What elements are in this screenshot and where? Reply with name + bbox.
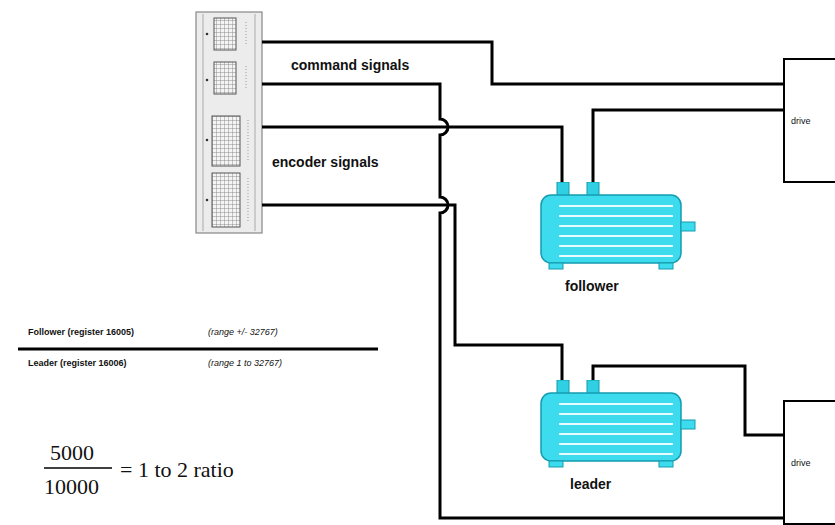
drive-box: drive [783, 58, 835, 183]
range-note: (range 1 to 32767) [208, 358, 282, 368]
denominator: 10000 [44, 474, 99, 500]
servo-motor: follower [535, 182, 700, 294]
divider-line [18, 348, 378, 351]
motor-illustration [535, 380, 700, 470]
numerator: 5000 [50, 440, 94, 466]
servo-motor: leader [535, 380, 700, 492]
motor-label: follower [535, 278, 700, 294]
drive-label: drive [791, 116, 811, 126]
motor-label: leader [535, 476, 700, 492]
drive-box: drive [783, 400, 835, 525]
register-note: Follower (register 16005) [28, 327, 134, 337]
fraction-bar [44, 467, 112, 469]
signal-wires [262, 42, 785, 518]
motor-illustration [535, 182, 700, 272]
register-note: Leader (register 16006) [28, 358, 127, 368]
power-cable [593, 110, 783, 182]
signal-label: command signals [291, 57, 409, 73]
range-note: (range +/- 32767) [208, 327, 278, 337]
controller-module [196, 12, 262, 233]
signal-label: encoder signals [272, 154, 379, 170]
ratio-text: = 1 to 2 ratio [120, 457, 234, 483]
drive-label: drive [791, 458, 811, 468]
